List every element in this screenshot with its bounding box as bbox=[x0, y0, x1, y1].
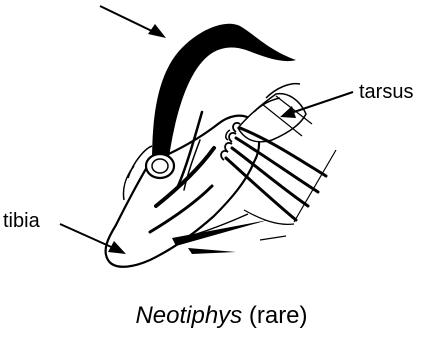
outline-curve bbox=[260, 236, 286, 240]
figure-caption: Neotiphys (rare) bbox=[0, 304, 443, 328]
spine-socket-inner bbox=[152, 159, 168, 173]
tibia-spur bbox=[188, 248, 236, 254]
tibia-label: tibia bbox=[3, 211, 40, 231]
caption-note: (rare) bbox=[249, 302, 308, 329]
arrow-to-spine bbox=[100, 6, 158, 34]
genus-name: Neotiphys bbox=[135, 302, 242, 329]
tarsus-label: tarsus bbox=[359, 82, 413, 102]
arrow-head bbox=[148, 24, 166, 38]
